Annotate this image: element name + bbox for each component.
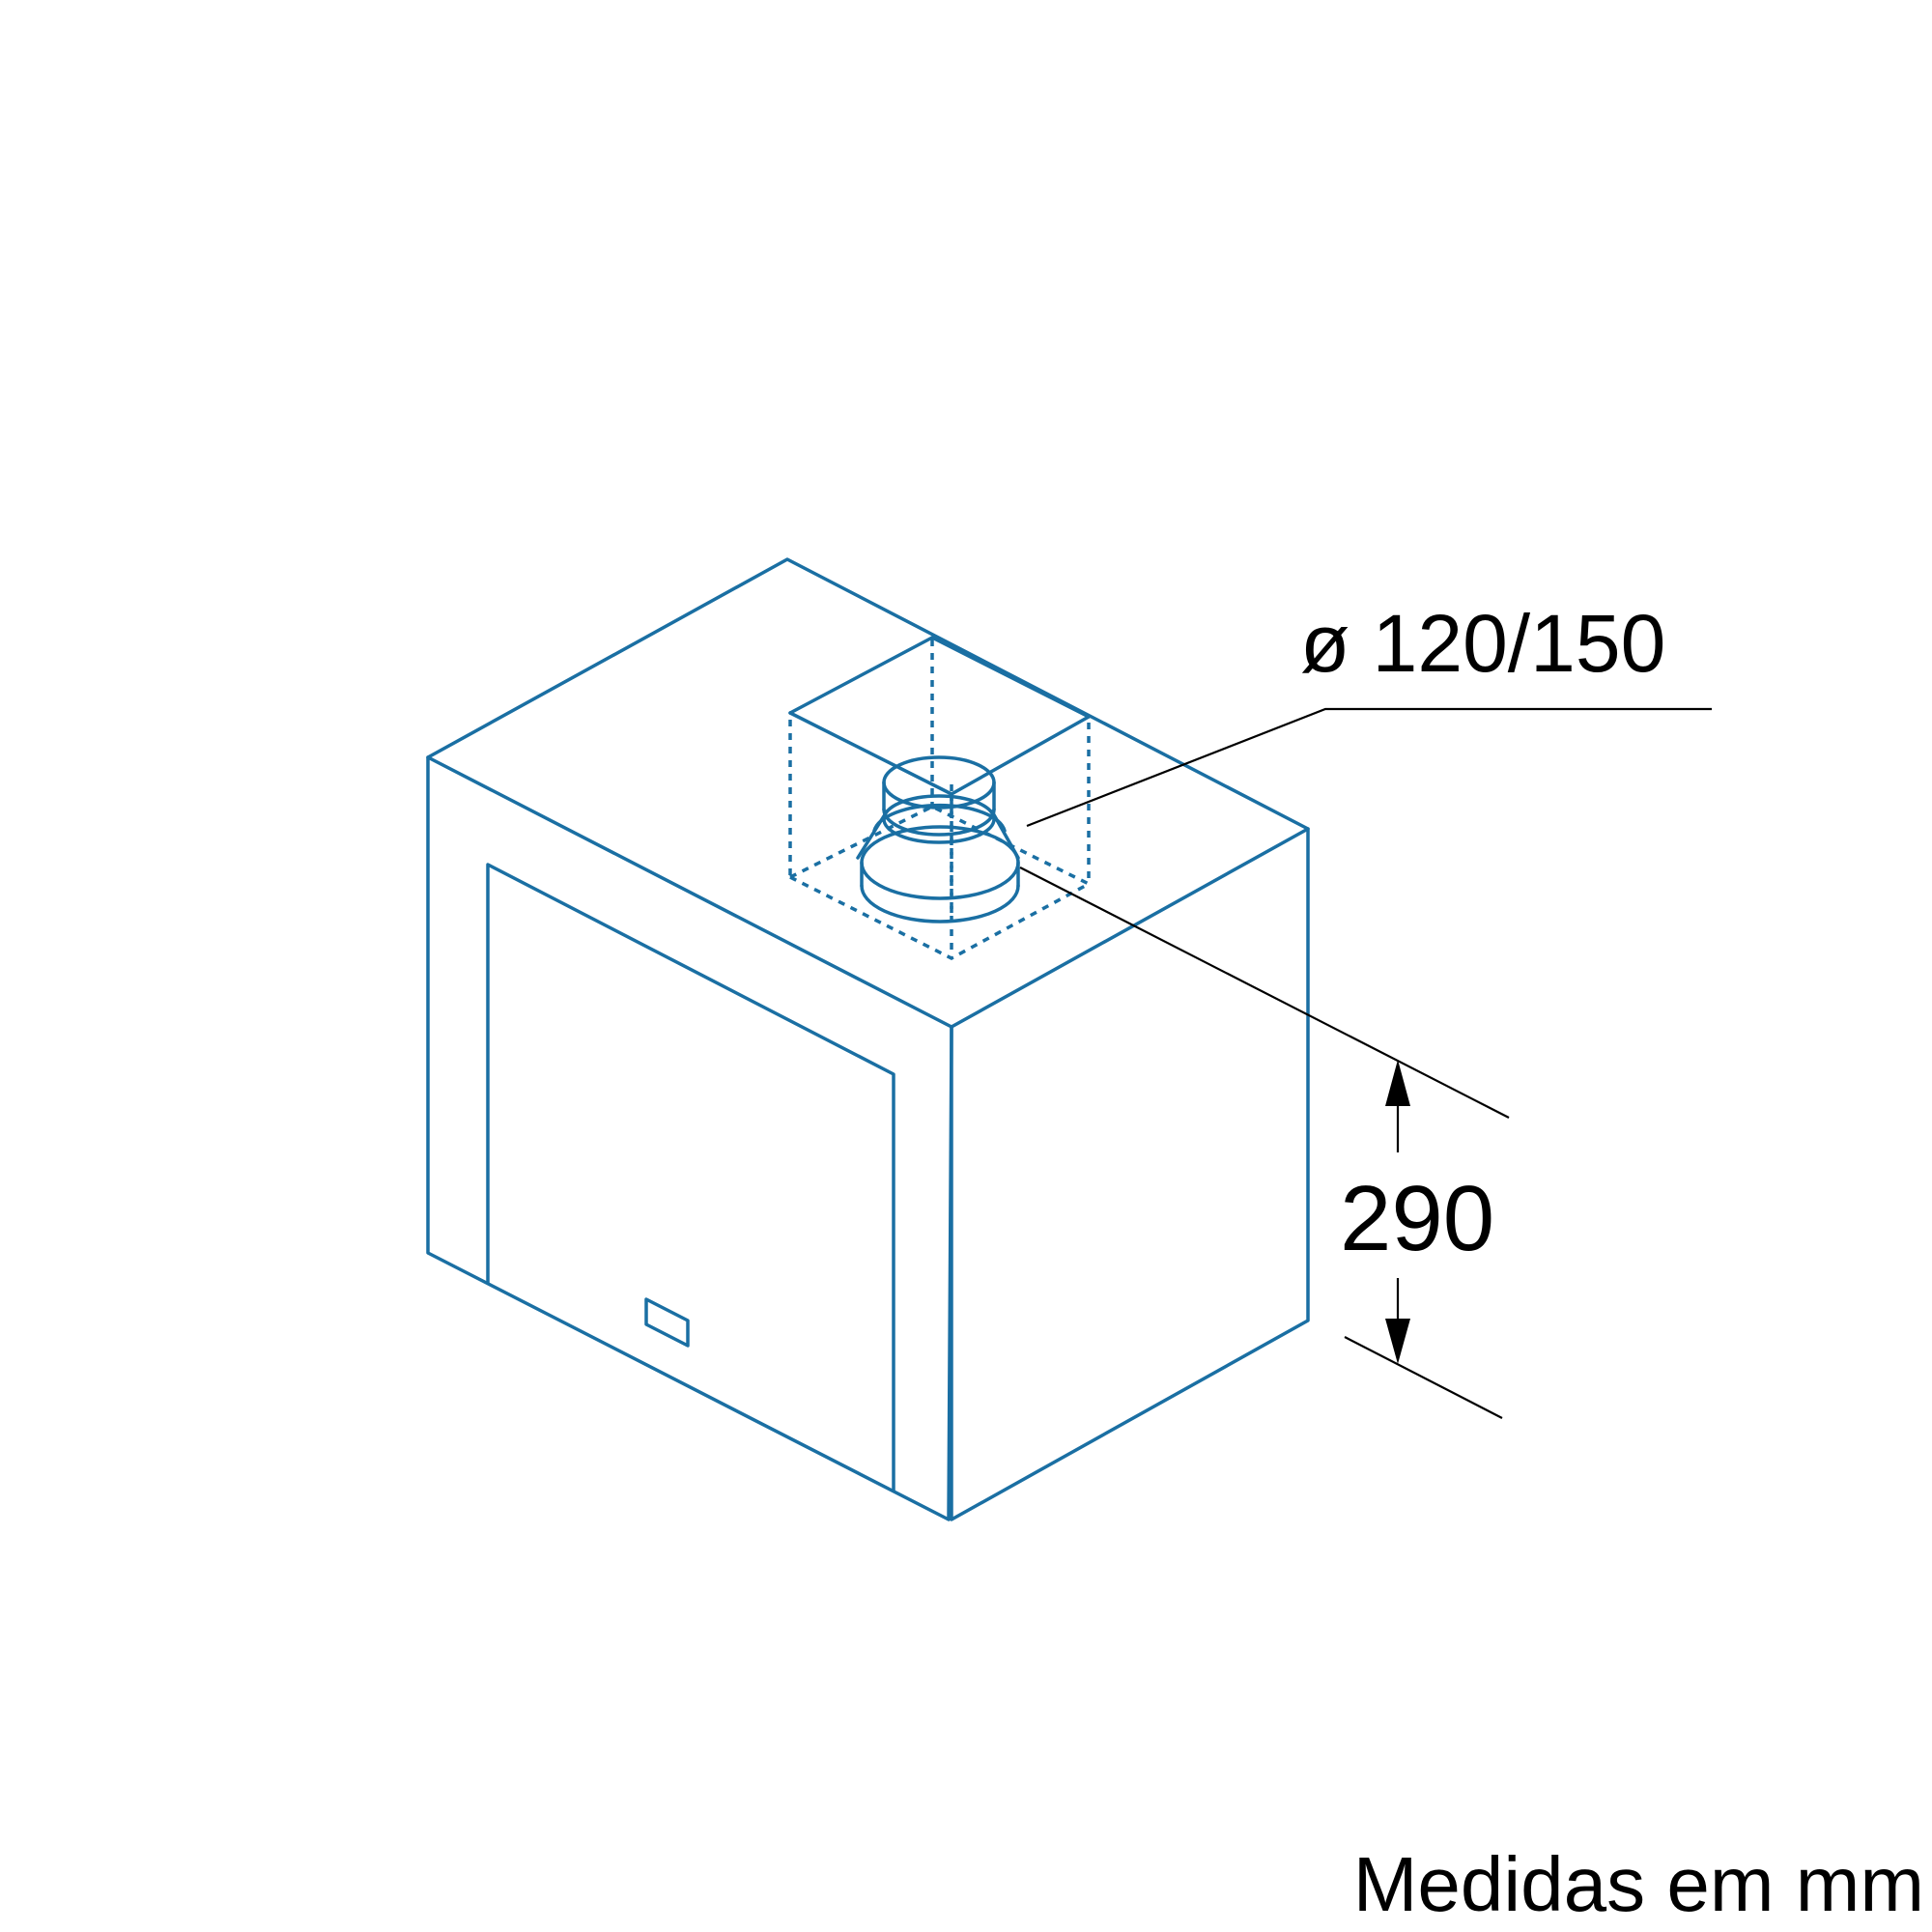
duct-housing-top-edges <box>788 636 1091 719</box>
diameter-leader <box>1026 707 1712 828</box>
control-button <box>644 1297 690 1348</box>
duct-housing-front-edges <box>788 711 1091 796</box>
diameter-callout: ø 120/150 <box>1026 598 1712 828</box>
arrow-down-icon <box>1385 1319 1410 1364</box>
diameter-label: ø 120/150 <box>1300 598 1665 689</box>
extension-line-top <box>1019 867 1510 1119</box>
hood-body <box>426 557 1310 1521</box>
duct-housing <box>788 636 1091 796</box>
hood-side-face <box>950 827 1310 1521</box>
adapter-top-ring <box>882 755 996 810</box>
height-label: 290 <box>1340 1167 1494 1270</box>
duct-housing-hidden-edges <box>788 639 1091 960</box>
adapter-bottom-ring <box>860 825 1020 900</box>
arrow-up-icon <box>1385 1060 1410 1106</box>
hood-front-face <box>426 755 953 1521</box>
height-dimension: 290 <box>1019 867 1510 1419</box>
extension-line-bottom <box>1344 1336 1503 1419</box>
duct-adapter <box>856 755 1020 923</box>
units-note: Medidas em mm <box>1353 1841 1924 1927</box>
front-panel <box>486 863 895 1492</box>
hood-top-face <box>426 557 1310 1029</box>
